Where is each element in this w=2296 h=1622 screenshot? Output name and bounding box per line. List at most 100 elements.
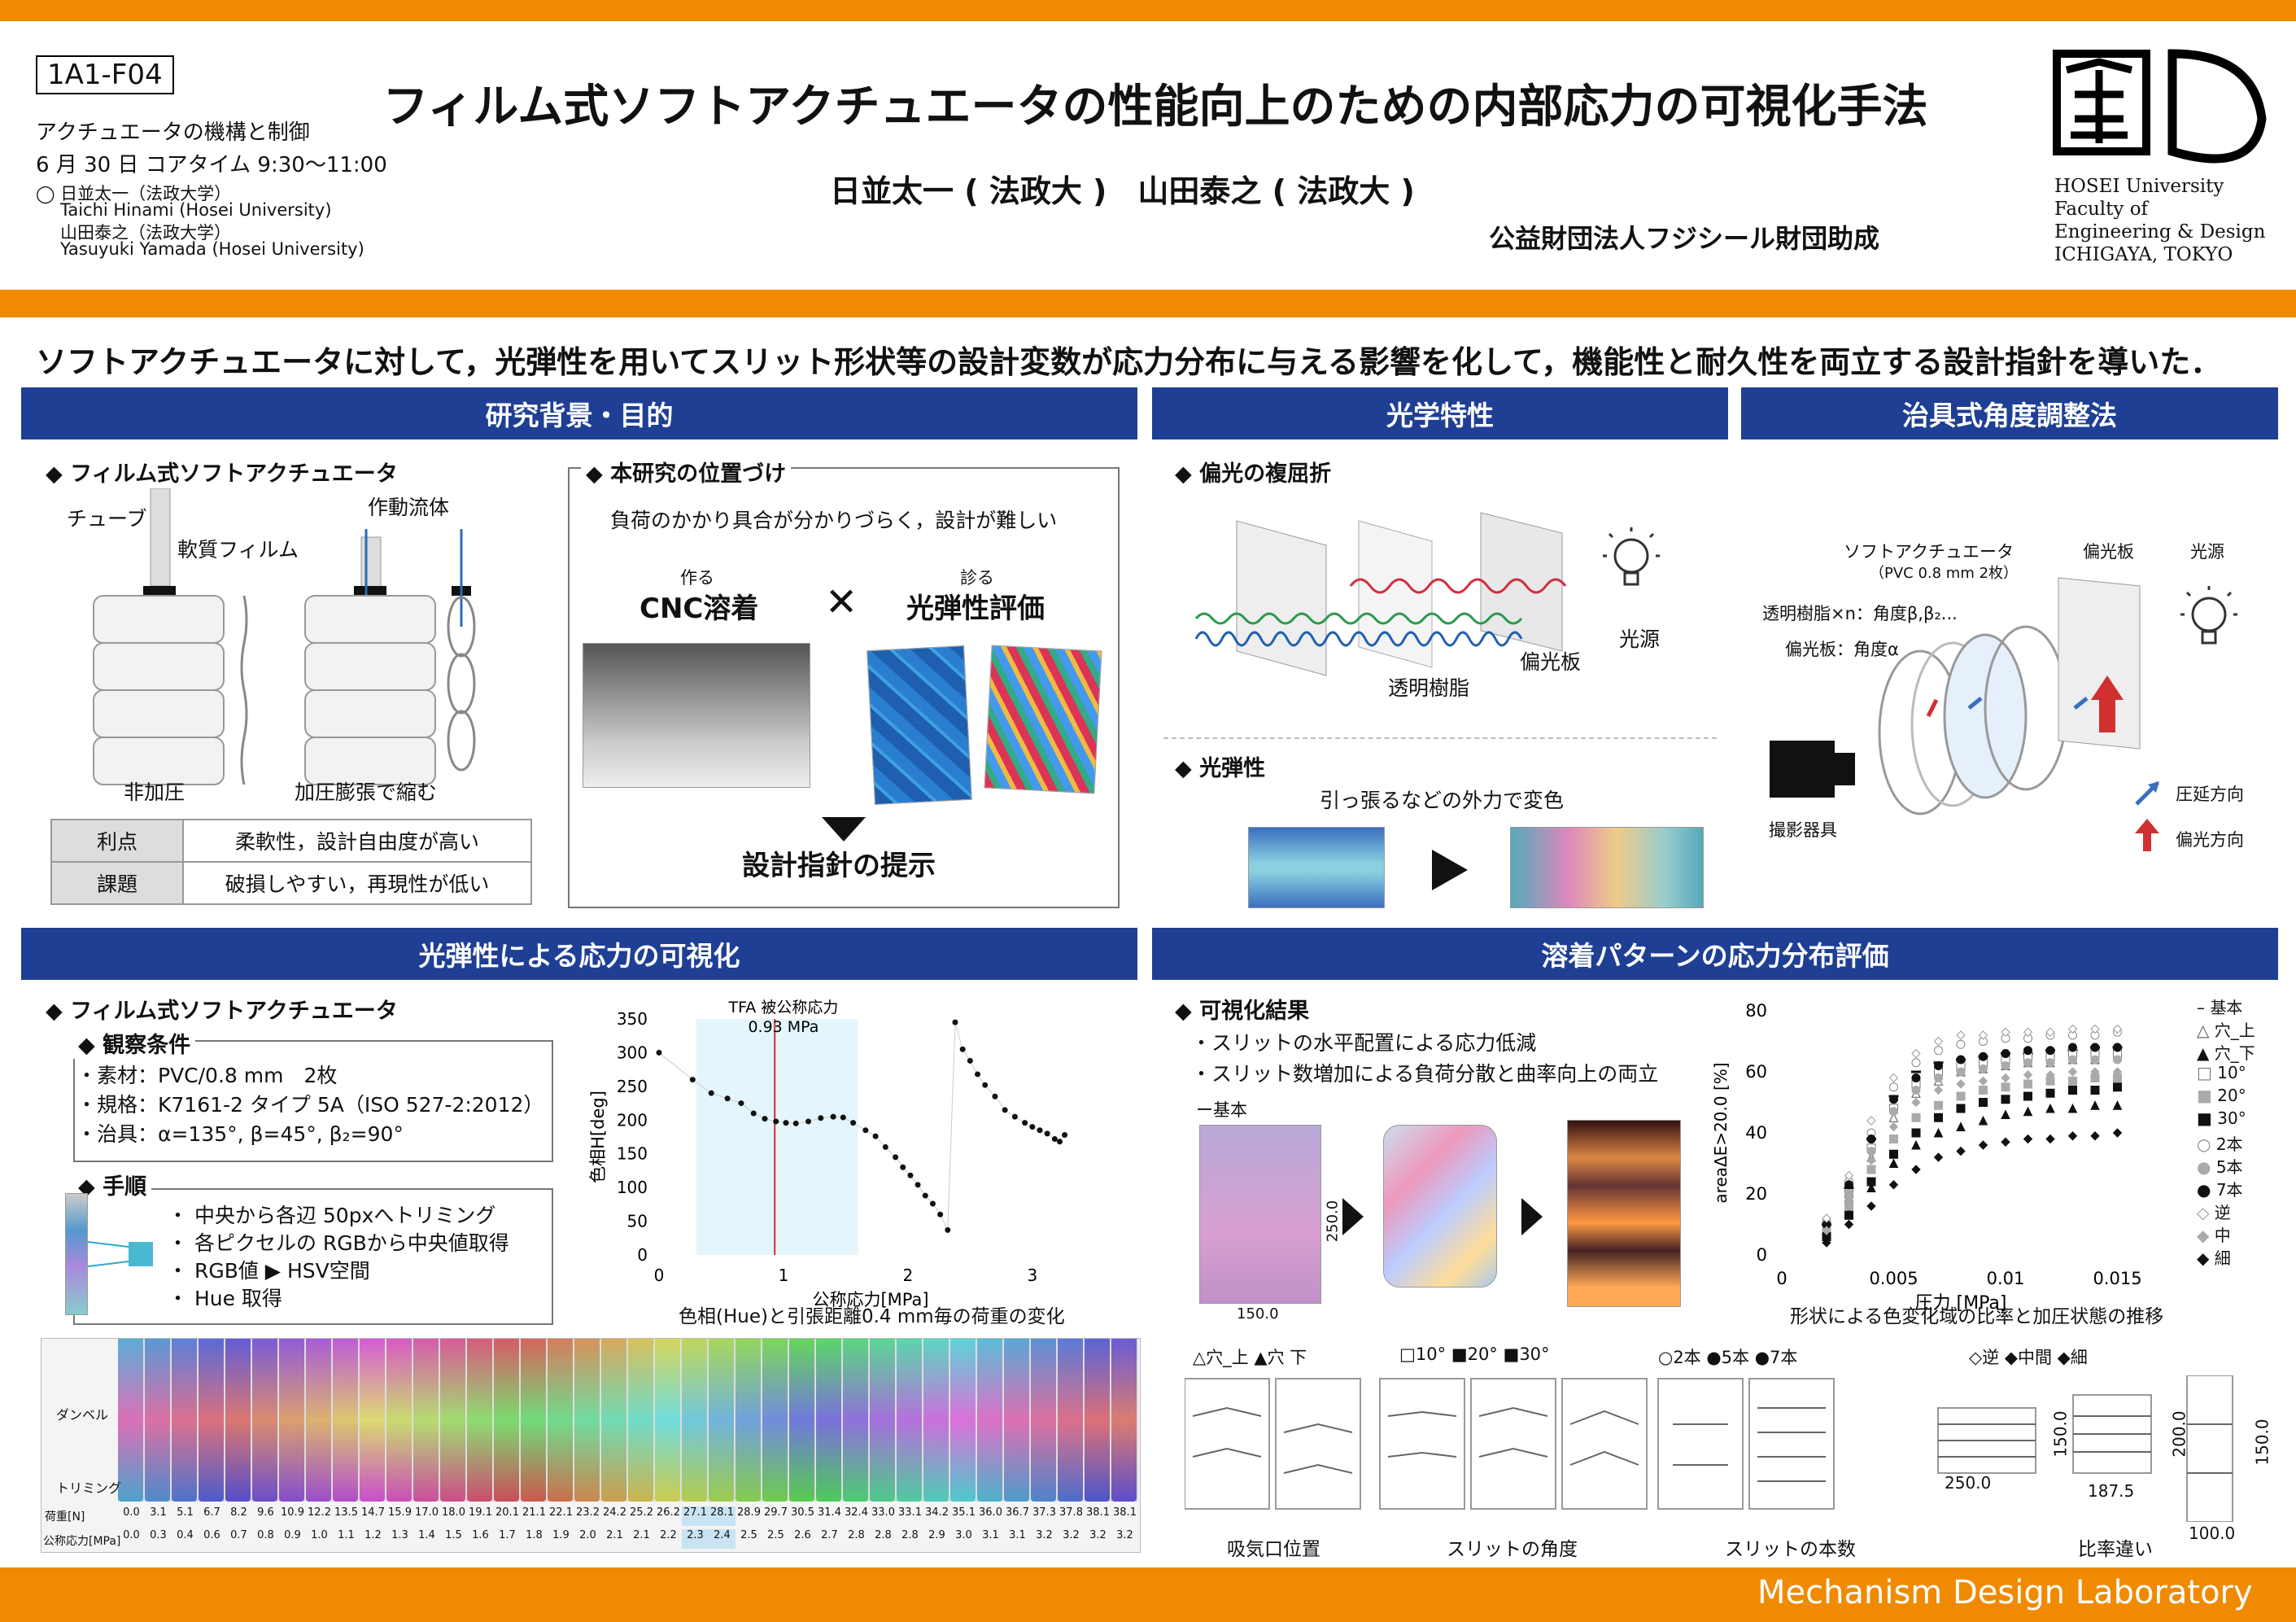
- area-point: [1934, 1046, 1943, 1056]
- area-point: [1956, 1030, 1966, 1040]
- ratio-dim-5: 100.0: [2189, 1524, 2236, 1543]
- area-point: [2112, 1024, 2123, 1034]
- specimen-frame: [145, 1339, 170, 1502]
- stress-cell: 3.1: [1009, 1529, 1026, 1541]
- label-polar-angle: 偏光板：角度α: [1785, 640, 1899, 659]
- area-point: [2113, 1043, 2122, 1052]
- down-arrow-icon: [822, 817, 866, 842]
- y-tick: 0: [637, 1245, 648, 1265]
- stress-cell: 0.6: [203, 1529, 220, 1541]
- hue-point: [850, 1120, 857, 1126]
- area-point: [1866, 1183, 1876, 1192]
- hue-point: [975, 1071, 981, 1078]
- specimen-frame: [923, 1339, 949, 1502]
- change-text: 引っ張るなどの外力で変色: [1320, 789, 1565, 812]
- cons-value: 破損しやすい，再現性が低い: [182, 861, 532, 905]
- cons-label: 課題: [50, 861, 184, 905]
- trim-pointer: [88, 1241, 153, 1267]
- pattern-legend-angle: □10° ■20° ■30°: [1399, 1344, 1550, 1364]
- specimen-frame: [843, 1339, 868, 1502]
- specimen-frame: [360, 1339, 385, 1502]
- pros-value: 柔軟性，設計自由度が高い: [182, 819, 532, 863]
- stress-cell: 3.2: [1036, 1529, 1053, 1541]
- footer-band: [0, 1567, 2296, 1622]
- lightbulb-icon-2: [2180, 586, 2237, 645]
- specimen-frame: [1111, 1339, 1137, 1502]
- legend-entry: ● 7本: [2197, 1180, 2243, 1200]
- load-cell: 37.3: [1032, 1506, 1056, 1519]
- load-cell: 8.2: [230, 1506, 247, 1519]
- area-point: [1844, 1219, 1854, 1230]
- stress-cell: 2.8: [875, 1529, 892, 1541]
- load-cell: 14.7: [361, 1506, 385, 1519]
- area-point: [1911, 1073, 1921, 1082]
- specimen-frame: [548, 1339, 573, 1502]
- specimen-frame: [709, 1339, 734, 1502]
- load-cell: 17.0: [415, 1506, 439, 1519]
- conditions-box: [73, 1040, 553, 1162]
- y-tick: 0: [1757, 1245, 1767, 1265]
- sec5-sub-results: ◆ 可視化結果: [1175, 999, 1310, 1024]
- stress-cell: 0.3: [150, 1529, 167, 1541]
- sec4-sub-actuator: ◆ フィルム式ソフトアクチュエータ: [46, 999, 398, 1024]
- area-point: [1956, 1091, 1966, 1101]
- hue-point: [1044, 1130, 1050, 1137]
- pros-label: 利点: [50, 819, 184, 863]
- area-point: [2023, 1106, 2033, 1117]
- area-point: [1911, 1048, 1921, 1059]
- specimen-frame: [306, 1339, 331, 1502]
- hue-point: [959, 1046, 966, 1052]
- hue-point: [907, 1172, 914, 1178]
- stress-cell: 3.2: [1089, 1529, 1107, 1541]
- area-point: [1911, 1086, 1921, 1095]
- area-point: [1889, 1149, 1898, 1159]
- stress-cell: 1.0: [311, 1529, 328, 1541]
- stress-cell: 1.2: [364, 1529, 382, 1541]
- step-median: ・ 各ピクセルの RGBから中央値取得: [168, 1231, 509, 1255]
- area-point: [2023, 1046, 2032, 1056]
- cnc-photo: [583, 643, 810, 788]
- specimen-frame: [279, 1339, 304, 1502]
- stress-shade: [696, 1019, 858, 1255]
- load-cell: 27.1: [682, 1506, 709, 1526]
- area-point: [1889, 1095, 1898, 1104]
- university-logo: [2053, 49, 2267, 164]
- rolling-direction-arrow-icon: [2135, 781, 2159, 806]
- area-point: [1866, 1147, 1876, 1156]
- area-point: [1979, 1086, 1988, 1095]
- area-point: [2090, 1067, 2100, 1077]
- hue-point: [738, 1100, 744, 1107]
- area-point: [2045, 1058, 2055, 1068]
- area-point: [2113, 1055, 2122, 1065]
- stress-cell: 0.0: [123, 1529, 140, 1541]
- area-point: [1934, 1073, 1943, 1082]
- load-cell: 26.2: [657, 1506, 680, 1519]
- load-cell: 34.2: [925, 1506, 949, 1519]
- specimen-frame: [736, 1339, 761, 1502]
- pattern-legend-ratio: ◇逆 ◆中間 ◆細: [1969, 1348, 2088, 1367]
- load-cell: 32.4: [845, 1506, 868, 1519]
- y-tick: 100: [617, 1178, 648, 1197]
- stress-cell: 2.0: [579, 1529, 596, 1541]
- stress-cell: 1.9: [552, 1529, 570, 1541]
- area-point: [1844, 1170, 1854, 1181]
- area-point: [1911, 1097, 1921, 1108]
- base-pattern-photo: [1199, 1125, 1321, 1304]
- stress-cell: 2.6: [794, 1529, 811, 1541]
- arrow-icon-a: [1342, 1198, 1364, 1235]
- stretched-photo: [1510, 827, 1704, 908]
- y-axis-label: 色相H[deg]: [588, 1091, 608, 1183]
- stress-cell: 0.7: [230, 1529, 247, 1541]
- y-tick: 80: [1745, 1001, 1767, 1021]
- area-point: [1911, 1058, 1921, 1068]
- legend-entry: ○ 2本: [2197, 1135, 2243, 1154]
- section-jig-header: 治具式角度調整法: [1741, 387, 2278, 439]
- stress-cell: 1.7: [499, 1529, 516, 1541]
- area-point: [2023, 1027, 2033, 1037]
- hue-point: [937, 1211, 944, 1218]
- area-point: [1888, 1158, 1899, 1168]
- area-point: [2023, 1091, 2032, 1101]
- author1-en: Taichi Hinami (Hosei University): [60, 200, 332, 220]
- specimen-frame: [440, 1339, 465, 1502]
- hue-point: [762, 1116, 768, 1122]
